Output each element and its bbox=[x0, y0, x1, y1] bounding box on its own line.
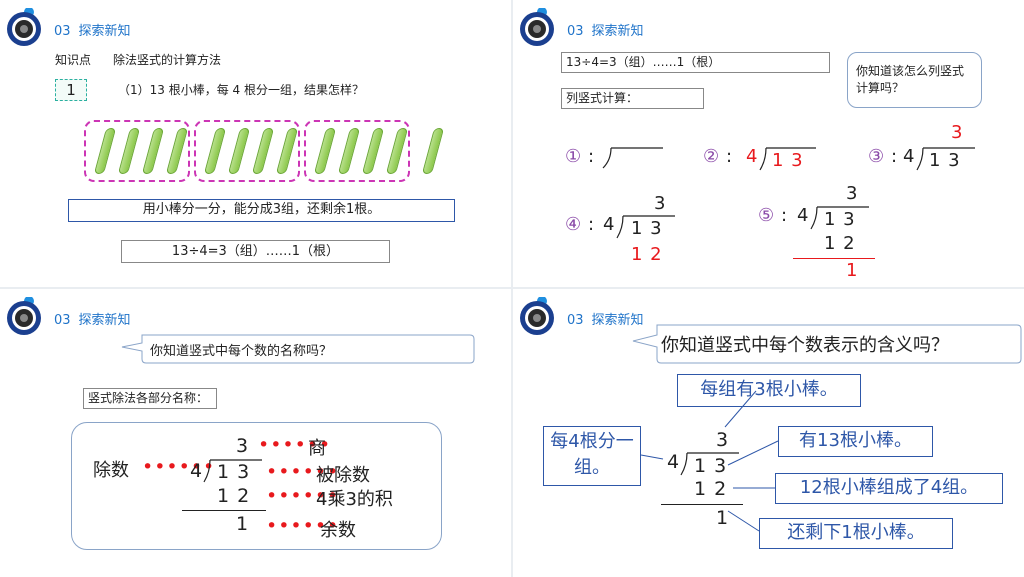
question-text: 你知道竖式中每个数的名称吗？ bbox=[150, 344, 333, 359]
product-digits: 1 2 bbox=[694, 478, 728, 500]
list-label-box: 列竖式计算： bbox=[561, 88, 704, 109]
step-3-dividend: 1 3 bbox=[929, 150, 961, 171]
divisor-digit: 4 bbox=[190, 460, 203, 482]
name-remainder: 余数 bbox=[320, 520, 356, 541]
diagram-frame bbox=[71, 422, 442, 550]
label-divisor: 每4根分一组。 bbox=[543, 426, 641, 486]
name-divisor: 除数 bbox=[93, 460, 129, 481]
label-remainder: 还剩下1根小棒。 bbox=[759, 518, 953, 549]
question-bubble-shape bbox=[632, 324, 1022, 364]
dots-product: •••••• bbox=[266, 485, 340, 507]
step-3-divisor: 4 bbox=[903, 146, 915, 167]
question-bubble: 你知道该怎么列竖式计算吗？ bbox=[847, 52, 982, 108]
quotient-digit: 3 bbox=[236, 435, 249, 457]
step-5-marker: ⑤ bbox=[758, 205, 775, 226]
step-2-divisor: 4 bbox=[746, 146, 758, 167]
equation-box: 13÷4=3（组）……1（根） bbox=[561, 52, 830, 73]
result-box: 用小棒分一分，能分成3组，还剩余1根。 bbox=[68, 199, 455, 222]
step-4-bracket bbox=[616, 215, 675, 239]
dots-quotient: •••••• bbox=[258, 434, 332, 456]
parts-label-box: 竖式除法各部分名称： bbox=[83, 388, 217, 409]
step-2-marker: ② bbox=[703, 146, 720, 167]
division-bracket bbox=[203, 459, 262, 483]
step-5-quotient: 3 bbox=[846, 183, 858, 204]
label-dividend: 有13根小棒。 bbox=[778, 426, 933, 457]
step-2-dividend: 1 3 bbox=[772, 150, 804, 171]
step-4-product: 1 2 bbox=[631, 244, 663, 265]
step-3-quotient: 3 bbox=[951, 122, 963, 143]
step-5-remainder: 1 bbox=[846, 260, 858, 281]
step-5-product: 1 2 bbox=[824, 233, 856, 254]
step-2-colon: : bbox=[726, 146, 733, 167]
divisor-digit: 4 bbox=[667, 451, 680, 473]
name-product: 4乘3的积 bbox=[316, 489, 393, 510]
remainder-digit: 1 bbox=[236, 513, 249, 535]
emblem-icon bbox=[520, 297, 554, 335]
step-4-quotient: 3 bbox=[654, 193, 666, 214]
name-quotient: 商 bbox=[308, 438, 326, 459]
step-5-colon: : bbox=[781, 205, 788, 226]
step-4-marker: ④ bbox=[565, 214, 582, 235]
question-bubble-shape bbox=[121, 334, 475, 364]
stick-group-2 bbox=[194, 120, 300, 182]
step-2-bracket bbox=[759, 147, 816, 171]
quotient-digit: 3 bbox=[716, 429, 729, 451]
knowledge-label: 知识点 bbox=[55, 53, 92, 67]
step-1-bracket bbox=[602, 147, 663, 169]
label-quotient: 每组有3根小棒。 bbox=[677, 374, 861, 407]
remainder-digit: 1 bbox=[716, 507, 729, 529]
knowledge-text: 除法竖式的计算方法 bbox=[113, 53, 222, 67]
stick-group-3 bbox=[304, 120, 410, 182]
step-4-dividend: 1 3 bbox=[631, 218, 663, 239]
step-3-marker: ③ bbox=[868, 146, 885, 167]
dividend-digits: 1 3 bbox=[217, 461, 251, 483]
question-text: （1）13 根小棒，每 4 根分一组，结果怎样？ bbox=[118, 83, 364, 97]
step-1-marker: ① bbox=[565, 146, 582, 167]
subtraction-line bbox=[182, 510, 266, 511]
label-product: 12根小棒组成了4组。 bbox=[775, 473, 1003, 504]
step-5-line bbox=[793, 258, 875, 259]
dots-dividend: •••••• bbox=[266, 461, 340, 483]
step-5-bracket bbox=[810, 206, 869, 230]
step-5-divisor: 4 bbox=[797, 205, 809, 226]
equation-box: 13÷4=3（组）……1（根） bbox=[121, 240, 390, 263]
dividend-digits: 1 3 bbox=[694, 455, 728, 477]
step-4-colon: : bbox=[588, 214, 595, 235]
step-3-colon: : bbox=[891, 146, 898, 167]
question-text: 你知道竖式中每个数表示的含义吗？ bbox=[661, 335, 949, 356]
emblem-icon bbox=[520, 8, 554, 46]
product-digits: 1 2 bbox=[217, 485, 251, 507]
step-3-bracket bbox=[916, 147, 975, 171]
emblem-icon bbox=[7, 297, 41, 335]
step-4-divisor: 4 bbox=[603, 214, 615, 235]
subtraction-line bbox=[661, 504, 743, 505]
step-5-dividend: 1 3 bbox=[824, 209, 856, 230]
connector-lines bbox=[640, 390, 779, 532]
emblem-icon bbox=[7, 8, 41, 46]
stick-group-1 bbox=[84, 120, 190, 182]
number-badge: 1 bbox=[55, 79, 87, 101]
stick bbox=[421, 128, 445, 174]
dots-remainder: •••••• bbox=[266, 515, 340, 537]
name-dividend: 被除数 bbox=[316, 465, 370, 486]
step-1-colon: : bbox=[588, 146, 595, 167]
division-bracket bbox=[680, 452, 739, 476]
dots-divisor: •••••• bbox=[142, 456, 216, 478]
